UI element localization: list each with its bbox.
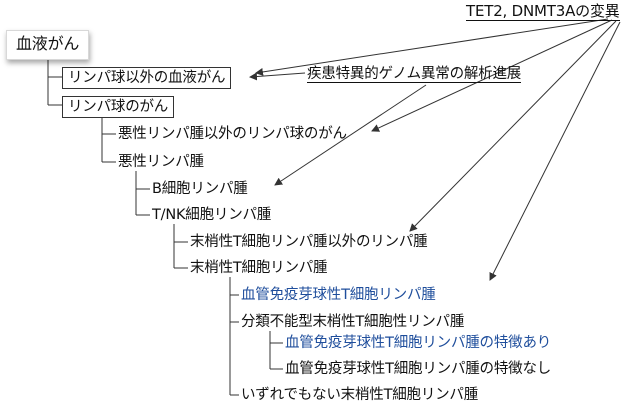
arrow-tet2-to-non-lymphoma [371,19,613,132]
arrow-tet2-to-aitl [489,21,621,281]
annotation-genome-progress: 疾患特異的ゲノム異常の解析進展 [307,66,522,83]
node-ptcl-aitl-features: 血管免疫芽球性T細胞リンパ腫の特徴あり [285,335,552,351]
node-non-lymphoid-blood-cancer: リンパ球以外の血液がん [62,67,232,89]
arrow-tet2-to-non-lymphoid [255,18,609,76]
node-aitl: 血管免疫芽球性T細胞リンパ腫 [241,287,436,303]
arrow-tet2-to-non-ptcl [409,20,617,232]
node-b-cell-lymphoma: B細胞リンパ腫 [152,181,248,197]
node-ptcl-no-aitl-features: 血管免疫芽球性T細胞リンパ腫の特徴なし [285,361,552,377]
arrow-genome-to-non-lymphoid [249,72,306,81]
node-t-nk-cell-lymphoma: T/NK細胞リンパ腫 [152,207,272,223]
tree-branch-ptcl-nos [269,331,283,370]
node-lymphoid-cancer: リンパ球のがん [62,96,175,118]
node-non-lymphoma-lymphoid-cancer: 悪性リンパ腫以外のリンパ球のがん [118,126,347,142]
annotation-arrows [249,18,621,281]
node-non-ptcl-lymphoma: 末梢性T細胞リンパ腫以外のリンパ腫 [190,234,428,250]
tree-branch-root [47,58,62,106]
node-other-ptcl: いずれでもない末梢性T細胞リンパ腫 [241,387,479,403]
tree-branch-ptcl [229,277,239,396]
node-blood-cancer: 血液がん [6,30,90,60]
node-ptcl: 末梢性T細胞リンパ腫 [190,260,328,276]
annotation-tet2-dnmt3a: TET2, DNMT3Aの変異 [466,2,620,21]
tree-branch-lymphoma [135,171,150,216]
hierarchy-lines [47,58,283,396]
node-malignant-lymphoma: 悪性リンパ腫 [118,154,204,170]
tree-branch-lymphoid [101,113,116,163]
tree-branch-tnk [173,224,188,269]
arrow-genome-to-b-cell [274,84,427,186]
node-ptcl-nos: 分類不能型末梢性T細胞性リンパ腫 [241,314,465,330]
